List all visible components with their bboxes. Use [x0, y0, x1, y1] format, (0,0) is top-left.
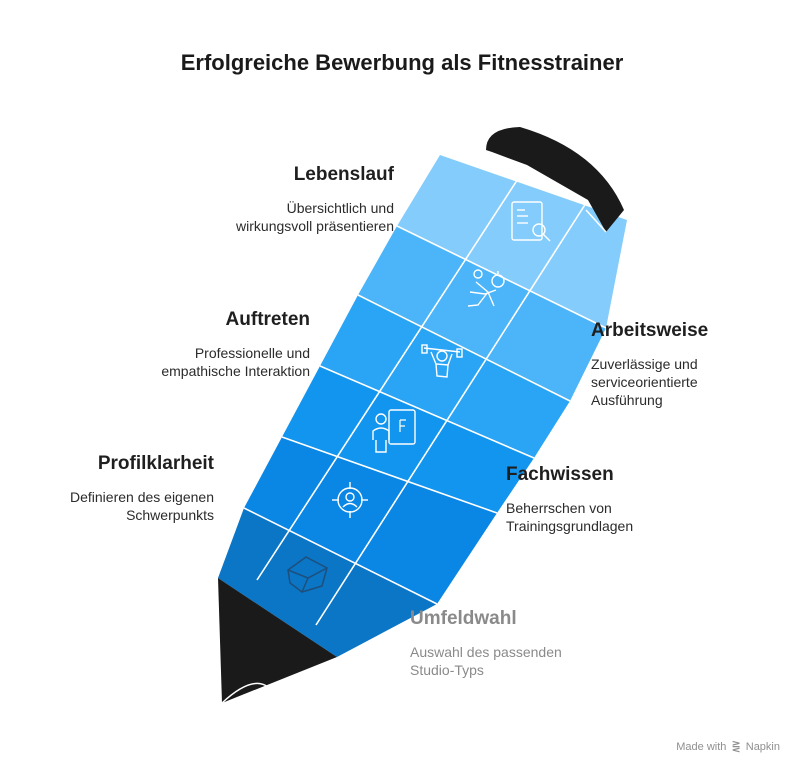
- label-lebenslauf: Lebenslauf Übersichtlich und wirkungsvol…: [144, 163, 394, 235]
- teacher-board-icon: [372, 409, 416, 453]
- pencil-tip: [218, 578, 337, 703]
- description-line: Schwerpunkts: [126, 507, 214, 523]
- description-profilklarheit: Definieren des eigenen Schwerpunkts: [0, 488, 214, 524]
- description-line: Zuverlässige und: [591, 356, 698, 372]
- heading-fachwissen: Fachwissen: [506, 464, 614, 485]
- napkin-watermark: Made with ⋛ Napkin: [676, 740, 780, 753]
- page-title: Erfolgreiche Bewerbung als Fitnesstraine…: [180, 50, 624, 75]
- description-line: Trainingsgrundlagen: [506, 518, 634, 534]
- label-fachwissen: Fachwissen Beherrschen von Trainingsgrun…: [506, 463, 756, 535]
- heading-auftreten: Auftreten: [225, 309, 310, 330]
- label-arbeitsweise: Arbeitsweise Zuverlässige und serviceori…: [591, 319, 791, 409]
- pencil-segment-profilklarheit: [244, 437, 497, 604]
- heading-umfeldwahl: Umfeldwahl: [410, 608, 517, 629]
- description-line: Definieren des eigenen: [70, 489, 214, 505]
- description-umfeldwahl: Auswahl des passenden Studio-Typs: [410, 643, 660, 679]
- pencil-eraser: [486, 127, 624, 232]
- running-stopwatch-icon: [467, 269, 505, 307]
- brand-prefix: Made with: [676, 741, 727, 753]
- pencil-segment-arbeitsweise: [358, 226, 606, 401]
- pencil-segment-fachwissen: [282, 366, 534, 513]
- heading-profilklarheit: Profilklarheit: [97, 453, 214, 474]
- description-line: Studio-Typs: [410, 662, 484, 678]
- napkin-logo-icon: ⋛: [731, 741, 741, 753]
- description-line: Ausführung: [591, 392, 663, 408]
- brand-name: Napkin: [745, 741, 780, 753]
- description-line: Beherrschen von: [506, 500, 612, 516]
- label-umfeldwahl: Umfeldwahl Auswahl des passenden Studio-…: [410, 607, 660, 679]
- cube-icon: [287, 556, 328, 593]
- tip-line: [221, 682, 269, 704]
- pencil-segment-umfeldwahl: [218, 508, 437, 657]
- target-person-icon: [332, 482, 368, 518]
- person-lifting-icon: [421, 344, 463, 378]
- description-auftreten: Professionelle und empathische Interakti…: [60, 344, 310, 380]
- label-profilklarheit: Profilklarheit Definieren des eigenen Sc…: [0, 452, 214, 524]
- description-line: empathische Interaktion: [161, 363, 310, 379]
- description-line: serviceorientierte: [591, 374, 698, 390]
- description-line: wirkungsvoll präsentieren: [236, 218, 394, 234]
- heading-arbeitsweise: Arbeitsweise: [591, 320, 709, 341]
- label-auftreten: Auftreten Professionelle und empathische…: [60, 308, 310, 380]
- eraser-band-lines: [488, 155, 607, 233]
- description-arbeitsweise: Zuverlässige und serviceorientierte Ausf…: [591, 355, 791, 409]
- description-line: Professionelle und: [194, 345, 310, 361]
- pencil-segment-lebenslauf: [397, 155, 627, 328]
- heading-lebenslauf: Lebenslauf: [293, 164, 394, 185]
- description-line: Auswahl des passenden: [410, 644, 562, 660]
- resume-search-icon: [511, 201, 551, 242]
- description-lebenslauf: Übersichtlich und wirkungsvoll präsentie…: [144, 199, 394, 235]
- description-fachwissen: Beherrschen von Trainingsgrundlagen: [506, 499, 756, 535]
- description-line: Übersichtlich und: [286, 200, 394, 216]
